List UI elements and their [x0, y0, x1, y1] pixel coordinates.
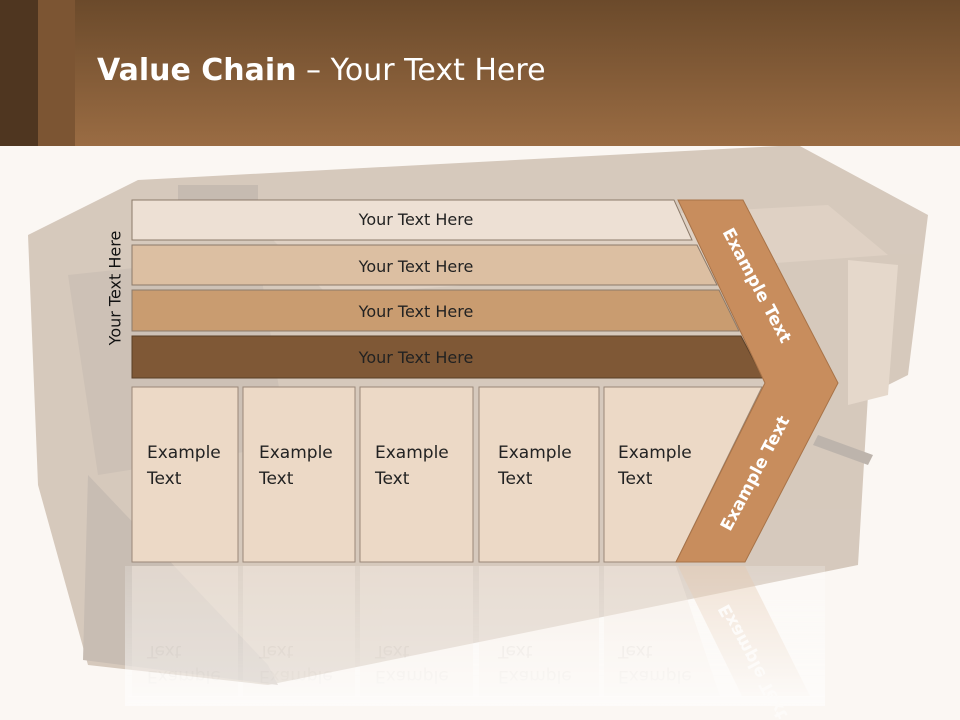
bar-2-label: Your Text Here: [358, 257, 474, 276]
example-box-2-line2: Text: [258, 469, 294, 489]
example-box-3-line2: Text: [374, 469, 410, 489]
bar-4-label: Your Text Here: [358, 348, 474, 367]
example-box-1-line1: Example: [147, 443, 221, 463]
example-box-4-line1: Example: [498, 443, 572, 463]
margin-chevron: [675, 199, 839, 563]
example-box-3-line1: Example: [375, 443, 449, 463]
title-rest: – Your Text Here: [296, 53, 546, 88]
slide-title: Value Chain – Your Text Here: [97, 53, 546, 88]
example-box-2-line1: Example: [259, 443, 333, 463]
bar-3: [131, 289, 740, 332]
example-box-3: [359, 386, 474, 563]
reflection-group: Example Text Example Text Example Text E…: [125, 566, 825, 720]
bar-2: [131, 244, 718, 286]
example-box-5-line1: Example: [618, 443, 692, 463]
example-box-1-line2: Text: [146, 469, 182, 489]
title-bold: Value Chain: [97, 53, 297, 88]
header-bar: [0, 0, 960, 146]
bar-3-label: Your Text Here: [358, 302, 474, 321]
example-box-1: [131, 386, 239, 563]
example-box-2: [242, 386, 356, 563]
header-accent-stripe: [38, 0, 75, 146]
example-box-4: [478, 386, 600, 563]
bar-1: [131, 199, 693, 241]
header-accent-stripe: [0, 0, 38, 146]
example-box-5-line2: Text: [617, 469, 653, 489]
reflection-fade: [125, 566, 825, 706]
example-box-4-line2: Text: [497, 469, 533, 489]
bar-1-label: Your Text Here: [358, 210, 474, 229]
